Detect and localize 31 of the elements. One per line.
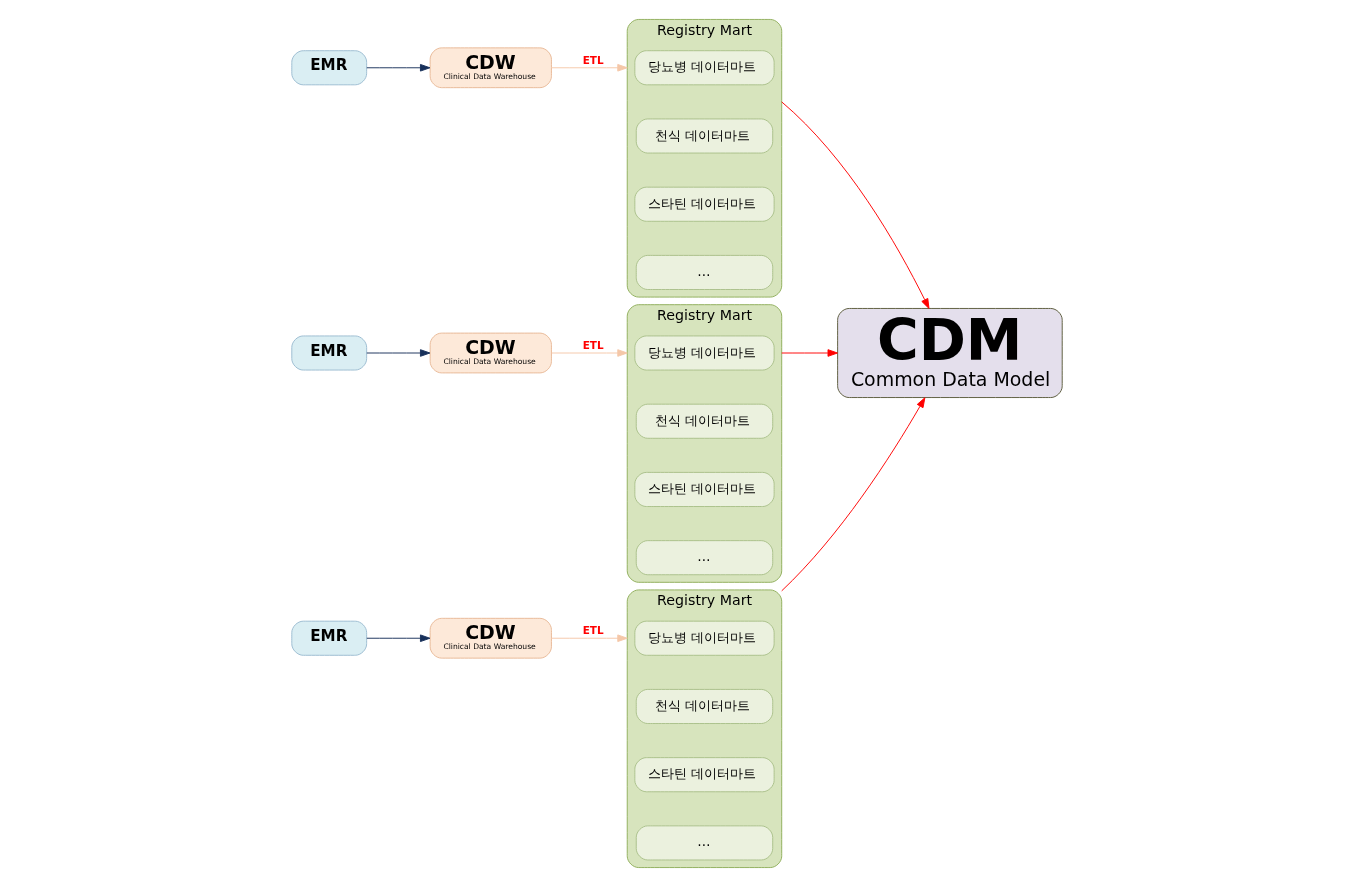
edge-label: ETL xyxy=(582,53,604,66)
node-box: 천식 데이터마트 xyxy=(635,118,773,154)
node-box: 스타틴 데이터마트 xyxy=(633,471,775,507)
node-box: 천식 데이터마트 xyxy=(635,403,773,439)
arrow xyxy=(550,634,628,643)
node-box: 스타틴 데이터마트 xyxy=(633,186,775,222)
arrow xyxy=(550,349,628,357)
edge-label: ETL xyxy=(582,339,604,352)
node-box: … xyxy=(635,254,773,290)
node-box: CDW Clinical Data Warehouse xyxy=(429,47,552,89)
node-box: 당뇨병 데이터마트 xyxy=(633,335,775,371)
arrow xyxy=(365,63,430,72)
arrow xyxy=(365,349,430,357)
node-box: CDW Clinical Data Warehouse xyxy=(429,332,552,374)
node-box: 스타틴 데이터마트 xyxy=(633,757,775,793)
node-box: 당뇨병 데이터마트 xyxy=(633,50,775,86)
arrow xyxy=(780,101,929,309)
node-box: EMR xyxy=(290,620,367,656)
node-box: CDM Common Data Model xyxy=(836,308,1063,398)
arrow xyxy=(365,634,430,643)
arrow xyxy=(780,349,838,357)
edge-label: ETL xyxy=(582,624,604,637)
node-box: EMR xyxy=(290,50,367,86)
node-box: 천식 데이터마트 xyxy=(635,688,773,724)
arrow xyxy=(550,63,628,72)
node-box: 당뇨병 데이터마트 xyxy=(633,620,775,656)
node-box: … xyxy=(635,825,773,861)
node-box: EMR xyxy=(290,335,367,371)
arrow xyxy=(780,397,925,592)
node-box: … xyxy=(635,540,773,576)
node-box: CDW Clinical Data Warehouse xyxy=(429,617,552,659)
